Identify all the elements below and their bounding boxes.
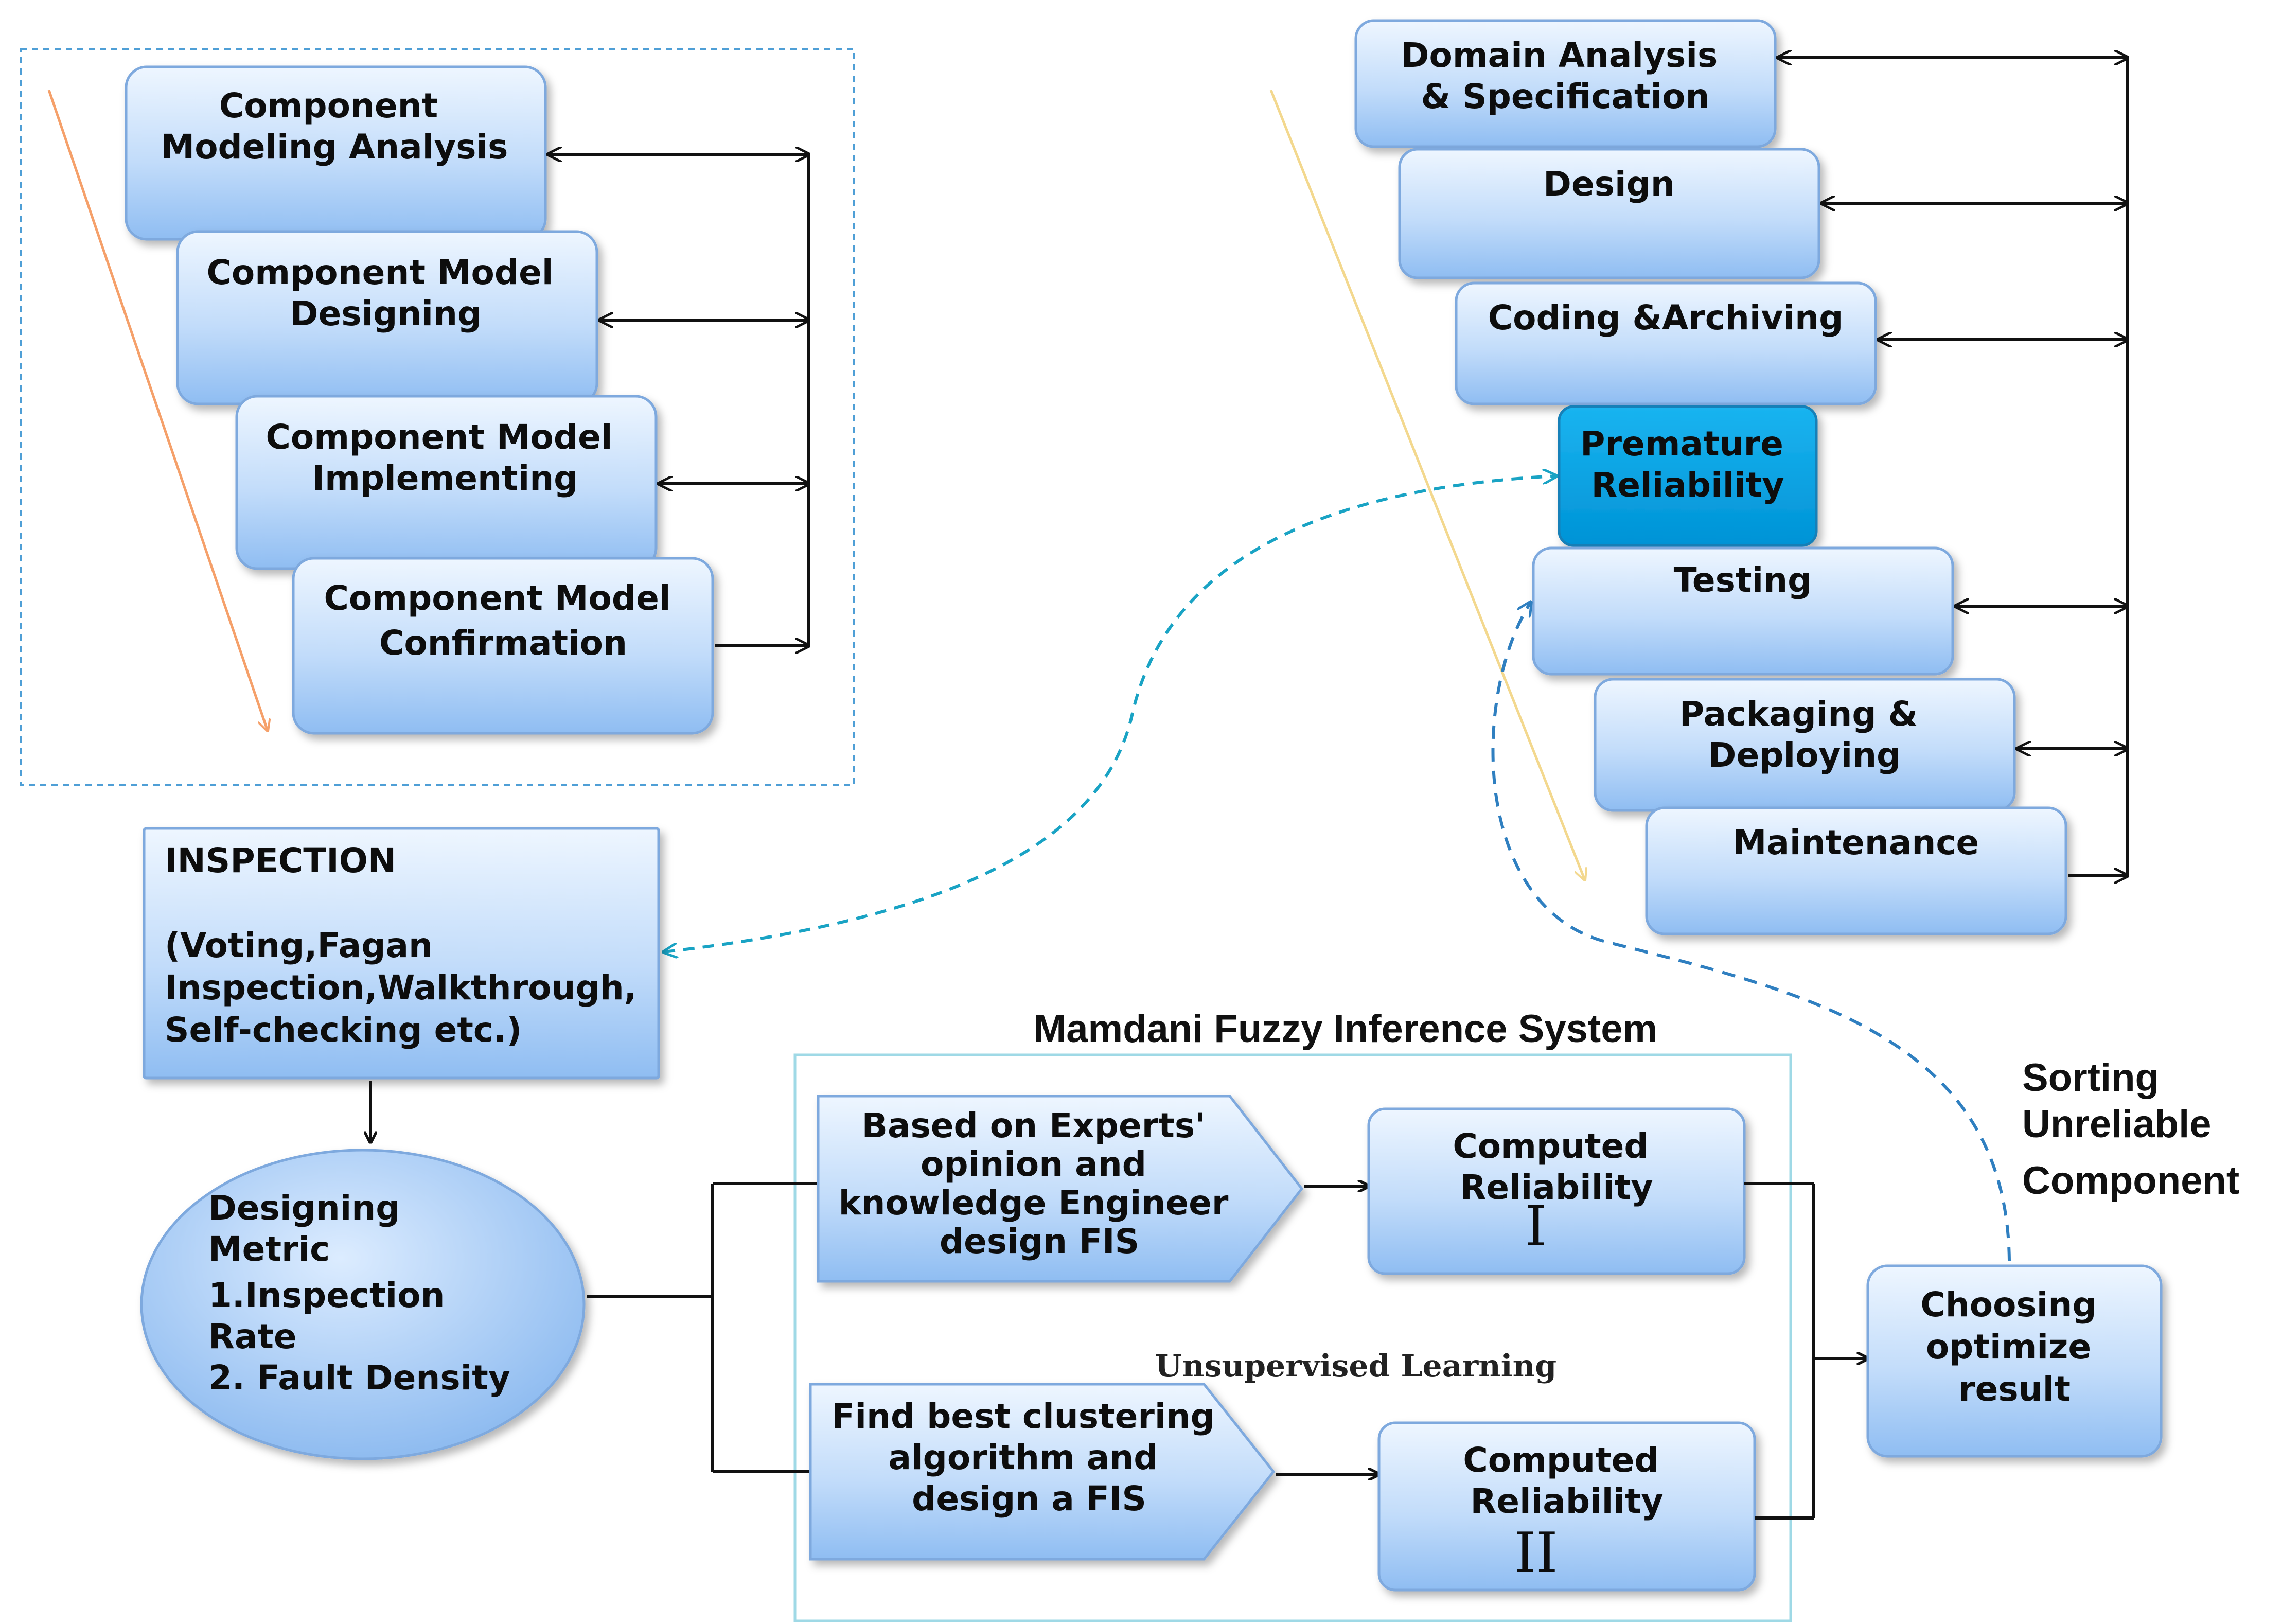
coding-archiving-box[interactable]: Coding &Archiving <box>1455 281 1877 405</box>
svg-text:Maintenance: Maintenance <box>1733 823 1979 862</box>
component-designing-box[interactable]: Component Model Designing <box>176 230 598 405</box>
component-analysis-box[interactable]: Component Modeling Analysis <box>125 65 547 241</box>
maintenance-box[interactable]: Maintenance <box>1645 806 2067 935</box>
svg-text:(Voting,Fagan Inspection: (Voting,Fagan Inspection,Walkthrough, Se… <box>165 926 649 1050</box>
metric-split-connector <box>587 1182 818 1473</box>
premature-reliability-box[interactable]: Premature Reliability <box>1558 405 1818 547</box>
inspection-box[interactable]: INSPECTION (Voting,Fagan Inspection,Walk… <box>143 827 660 1080</box>
component-flow-arrow <box>47 90 268 731</box>
svg-text:Choosing optimize: Choosing optimize result <box>1920 1285 2108 1409</box>
computed-reliability-two-box[interactable]: Computed Reliability II <box>1377 1421 1756 1592</box>
component-implementing-box[interactable]: Component Model Implementing <box>235 395 658 570</box>
svg-text:Based on Experts' opinio: Based on Experts' opinion and knowledge … <box>839 1106 1241 1261</box>
experts-fis-node[interactable]: Based on Experts' opinion and knowledge … <box>817 1095 1304 1283</box>
svg-text:Find best clustering alg: Find best clustering algorithm and desig… <box>832 1397 1226 1519</box>
sorting-unreliable-label: Sorting Unreliable Component <box>2022 1056 2239 1203</box>
component-process-frame <box>20 48 855 786</box>
svg-text:INSPECTION: INSPECTION <box>165 841 396 880</box>
svg-text:Computed Reliability: Computed Reliability <box>1463 1440 1670 1521</box>
svg-text:II: II <box>1514 1521 1558 1585</box>
unsupervised-learning-label: Unsupervised Learning <box>1155 1348 1556 1384</box>
svg-text:Component Model Designin: Component Model Designing <box>206 253 565 333</box>
fis-frame <box>793 1053 1792 1622</box>
results-merge-connector <box>1744 1182 1868 1520</box>
svg-text:Computed Reliability: Computed Reliability <box>1453 1126 1660 1207</box>
svg-text:Premature Reliability: Premature Reliability <box>1580 424 1795 505</box>
inspection-premature-link <box>664 476 1556 952</box>
domain-analysis-box[interactable]: Domain Analysis & Specification <box>1354 19 1777 148</box>
svg-text:Designing Metric 1: Designing Metric 1.Inspection Rate 2. Fa… <box>208 1188 510 1398</box>
svg-text:Component Model Implemen: Component Model Implementing <box>266 417 624 498</box>
lifecycle-feedback-connector <box>1778 58 2129 876</box>
svg-text:I: I <box>1525 1194 1547 1259</box>
clustering-fis-node[interactable]: Find best clustering algorithm and desig… <box>809 1383 1276 1561</box>
choosing-optimize-box[interactable]: Choosing optimize result <box>1866 1264 2163 1458</box>
design-box[interactable]: Design <box>1398 148 1820 279</box>
computed-reliability-one-box[interactable]: Computed Reliability I <box>1367 1107 1746 1275</box>
svg-text:Packaging & Deploying: Packaging & Deploying <box>1679 694 1930 775</box>
svg-text:Testing: Testing <box>1674 560 1812 600</box>
designing-metric-node[interactable]: Designing Metric 1.Inspection Rate 2. Fa… <box>140 1149 586 1460</box>
svg-text:Domain Analysis & Specif: Domain Analysis & Specification <box>1401 36 1729 116</box>
svg-text:Design: Design <box>1543 164 1675 204</box>
svg-text:Coding &Archiving: Coding &Archiving <box>1488 298 1844 338</box>
fis-title: Mamdani Fuzzy Inference System <box>1034 1007 1657 1051</box>
testing-box[interactable]: Testing <box>1532 546 1954 676</box>
packaging-deploying-box[interactable]: Packaging & Deploying <box>1594 678 2016 812</box>
svg-text:Component Modeling Analy: Component Modeling Analysis <box>161 86 508 167</box>
component-confirmation-box[interactable]: Component Model Confirmation <box>292 557 714 735</box>
sorting-to-testing-link <box>1491 602 2011 1261</box>
svg-text:Component Model Confirma: Component Model Confirmation <box>324 578 682 663</box>
